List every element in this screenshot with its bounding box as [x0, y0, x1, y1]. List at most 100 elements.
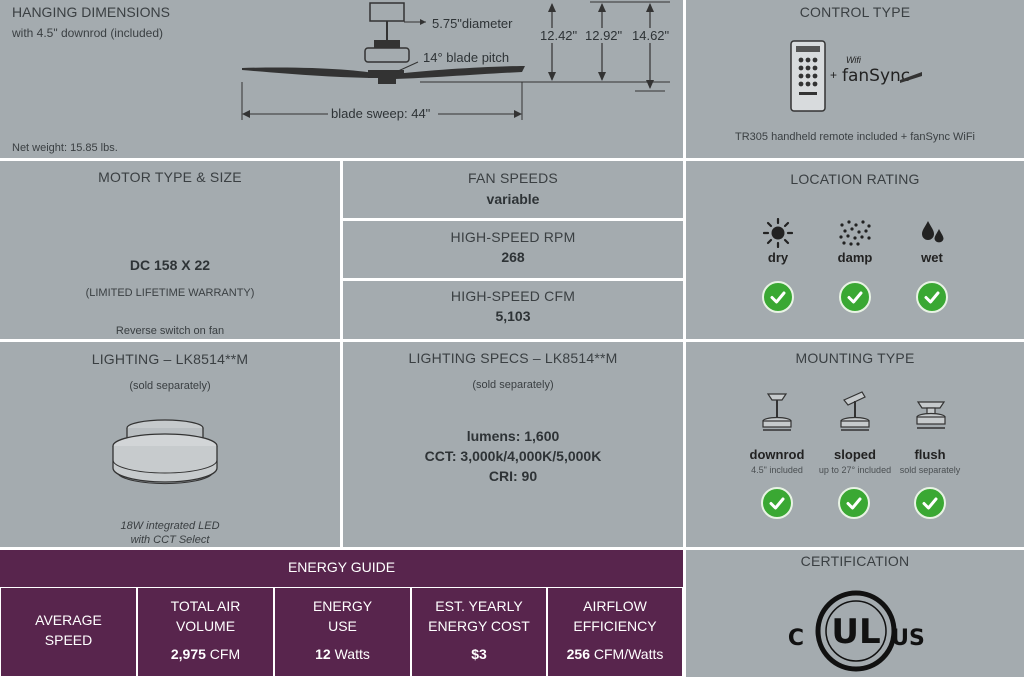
- certification-panel: CERTIFICATION UL C US: [686, 550, 1024, 677]
- flush-mount-icon: [916, 401, 946, 429]
- hanging-dimensions-panel: HANGING DIMENSIONS with 4.5" downrod (in…: [0, 0, 683, 158]
- energy-use-h2: USE: [328, 618, 357, 634]
- diameter-label: 5.75"diameter: [432, 16, 513, 31]
- mounting-sub-flush: sold separately: [899, 465, 961, 475]
- control-type-panel: CONTROL TYPE + Wifi fanSync TR305 handhe…: [686, 0, 1024, 158]
- motor-panel: MOTOR TYPE & SIZE DC 158 X 22 (LIMITED L…: [0, 161, 340, 339]
- damp-check-icon: [839, 281, 871, 313]
- cert-title: CERTIFICATION: [800, 553, 910, 569]
- air-volume-unit: CFM: [205, 646, 241, 662]
- avg-speed-heading: AVERAGE SPEED: [1, 610, 136, 650]
- motor-title: MOTOR TYPE & SIZE: [98, 169, 242, 185]
- energy-col-average-speed: AVERAGE SPEED: [0, 587, 137, 677]
- mounting-label-sloped: sloped: [834, 447, 876, 462]
- energy-col-air-volume: TOTAL AIR VOLUME 2,975 CFM: [137, 587, 274, 677]
- efficiency-value: 256 CFM/Watts: [548, 646, 682, 662]
- energy-col-efficiency: AIRFLOW EFFICIENCY 256 CFM/Watts: [547, 587, 683, 677]
- efficiency-h2: EFFICIENCY: [573, 618, 657, 634]
- yearly-cost-heading: EST. YEARLY ENERGY COST: [412, 596, 546, 636]
- air-volume-value: 2,975 CFM: [138, 646, 273, 662]
- flush-check-icon: [914, 487, 946, 519]
- air-volume-h2: VOLUME: [175, 618, 236, 634]
- yearly-cost-num: $3: [471, 646, 487, 662]
- specs-lumens: lumens: 1,600: [466, 428, 560, 444]
- location-panel: LOCATION RATING dry damp wet: [686, 161, 1024, 339]
- downrod-check-icon: [761, 487, 793, 519]
- control-caption: TR305 handheld remote included + fanSync…: [735, 131, 975, 143]
- height-label-2: 12.92": [585, 28, 623, 43]
- cert-c-text: C: [788, 626, 804, 651]
- yearly-cost-h2: ENERGY COST: [428, 618, 530, 634]
- cfm-value: 5,103: [495, 308, 531, 324]
- downrod-mount-icon: [762, 393, 792, 431]
- efficiency-heading: AIRFLOW EFFICIENCY: [548, 596, 682, 636]
- fan-dimension-drawing: [241, 1, 670, 120]
- mounting-panel: MOUNTING TYPE downrod sloped flush 4.5" …: [686, 342, 1024, 547]
- mounting-title: MOUNTING TYPE: [795, 350, 915, 366]
- damp-dots-icon: [839, 220, 871, 246]
- fan-speeds-panel: FAN SPEEDS variable: [343, 161, 683, 218]
- sloped-check-icon: [838, 487, 870, 519]
- lighting-sub: (sold separately): [129, 380, 211, 392]
- yearly-cost-value: $3: [412, 646, 546, 662]
- motor-value: DC 158 X 22: [129, 257, 211, 273]
- air-volume-heading: TOTAL AIR VOLUME: [138, 596, 273, 636]
- energy-use-unit: Watts: [330, 646, 370, 662]
- cfm-panel: HIGH-SPEED CFM 5,103: [343, 281, 683, 339]
- specs-cct: CCT: 3,000k/4,000K/5,000K: [424, 448, 602, 464]
- rpm-value: 268: [501, 249, 525, 265]
- sun-icon: [763, 218, 793, 248]
- mounting-sub-downrod: 4.5" included: [751, 465, 803, 475]
- avg-speed-h2: SPEED: [44, 632, 93, 648]
- mounting-label-flush: flush: [914, 447, 946, 462]
- wet-check-icon: [916, 281, 948, 313]
- cert-ul-text: UL: [831, 612, 880, 652]
- specs-sub: (sold separately): [472, 379, 554, 391]
- specs-cri: CRI: 90: [488, 468, 538, 484]
- location-title: LOCATION RATING: [790, 171, 920, 187]
- specs-title: LIGHTING SPECS – LK8514**M: [408, 350, 618, 366]
- location-label-damp: damp: [837, 250, 873, 265]
- hanging-title: HANGING DIMENSIONS: [12, 4, 170, 20]
- yearly-cost-h1: EST. YEARLY: [435, 598, 523, 614]
- mounting-label-downrod: downrod: [749, 447, 805, 462]
- led-light-kit-icon: [112, 419, 218, 485]
- lighting-caption-1: 18W integrated LED: [120, 520, 220, 532]
- pitch-label: 14° blade pitch: [423, 50, 510, 65]
- lighting-specs-panel: LIGHTING SPECS – LK8514**M (sold separat…: [343, 342, 683, 547]
- net-weight: Net weight: 15.85 lbs.: [12, 142, 118, 154]
- air-volume-num: 2,975: [170, 646, 206, 662]
- water-drops-icon: [922, 221, 944, 243]
- lighting-title: LIGHTING – LK8514**M: [91, 351, 249, 367]
- plus-sign: +: [830, 68, 838, 82]
- speeds-value: variable: [486, 191, 540, 207]
- energy-use-num: 12: [315, 646, 331, 662]
- energy-guide-header: ENERGY GUIDE: [0, 550, 683, 587]
- energy-title: ENERGY GUIDE: [287, 559, 396, 575]
- avg-speed-h1: AVERAGE: [35, 612, 102, 628]
- energy-use-value: 12 Watts: [275, 646, 410, 662]
- motor-note: Reverse switch on fan: [115, 325, 225, 337]
- efficiency-num: 256: [566, 646, 590, 662]
- rpm-title: HIGH-SPEED RPM: [450, 229, 576, 245]
- efficiency-h1: AIRFLOW: [583, 598, 647, 614]
- mounting-sub-sloped: up to 27° included: [818, 465, 892, 475]
- motor-warranty: (LIMITED LIFETIME WARRANTY): [85, 287, 255, 299]
- air-volume-h1: TOTAL AIR: [170, 598, 241, 614]
- cfm-title: HIGH-SPEED CFM: [450, 288, 576, 304]
- location-label-dry: dry: [767, 250, 789, 265]
- control-title: CONTROL TYPE: [799, 4, 911, 20]
- height-label-3: 14.62": [632, 28, 670, 43]
- lighting-caption-2: with CCT Select: [130, 534, 210, 546]
- fansync-swoosh-icon: [900, 72, 922, 83]
- wifi-label: Wifi: [846, 55, 861, 65]
- cert-us-text: US: [891, 626, 925, 651]
- height-label-1: 12.42": [540, 28, 578, 43]
- energy-col-yearly-cost: EST. YEARLY ENERGY COST $3: [411, 587, 547, 677]
- remote-icon: [790, 40, 826, 112]
- hanging-subtitle: with 4.5" downrod (included): [12, 26, 164, 40]
- cul-us-listed-logo-icon: UL C US: [788, 590, 925, 672]
